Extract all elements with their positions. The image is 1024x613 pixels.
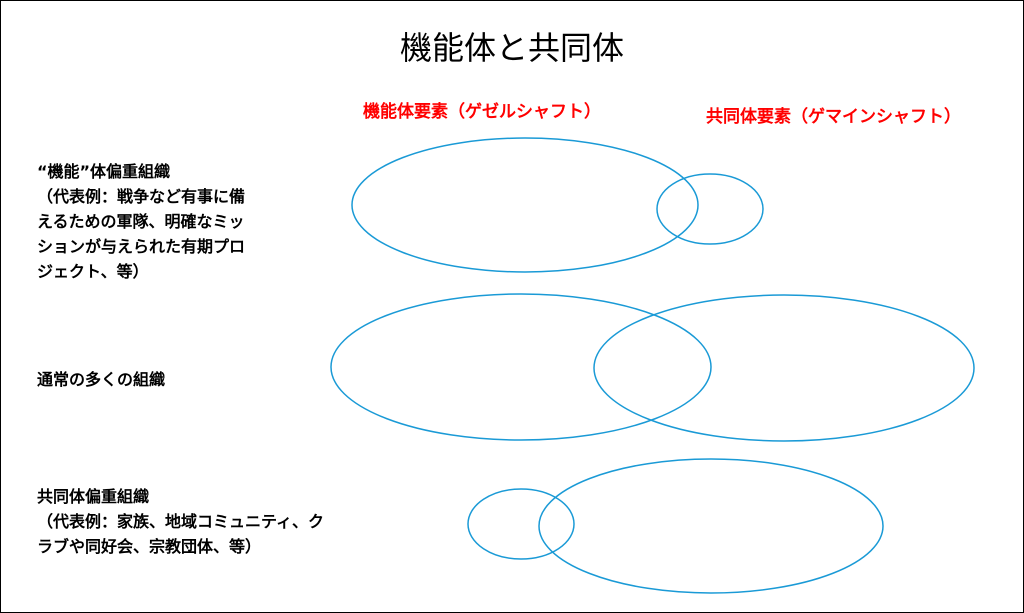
communal-element-header: 共同体要素（ゲマインシャフト） [706, 107, 961, 127]
row-label-line: ラブや同好会、宗教団体、等） [37, 537, 262, 556]
page-title: 機能体と共同体 [399, 29, 624, 67]
row-label-communal-biased: 共同体偏重組織 （代表例：家族、地域コミュニティ、ク ラブや同好会、宗教団体、等… [37, 484, 367, 559]
communal-ellipse-row2 [593, 294, 975, 442]
row-label-line: （代表例：戦争など有事に備 [37, 187, 246, 206]
functional-ellipse-row1 [351, 137, 699, 273]
row-label-line: えるための軍隊、明確なミッ [37, 212, 245, 231]
communal-ellipse-row1 [656, 173, 764, 245]
row-label-line: ションが与えられた有期プロ [37, 237, 246, 256]
row-label-line: “機能”体偏重組織 [37, 162, 171, 181]
functional-element-header: 機能体要素（ゲゼルシャフト） [363, 102, 601, 122]
row-label-typical: 通常の多くの組織 [37, 367, 367, 392]
row-label-line: （代表例：家族、地域コミュニティ、ク [37, 512, 325, 531]
communal-ellipse-row3 [538, 458, 884, 594]
row-label-line: 共同体偏重組織 [37, 487, 150, 506]
row-label-functional-biased: “機能”体偏重組織 （代表例：戦争など有事に備 えるための軍隊、明確なミッ ショ… [37, 159, 367, 284]
functional-ellipse-row2 [330, 293, 712, 441]
row-label-line: ジェクト、等） [37, 262, 149, 281]
row-label-line: 通常の多くの組織 [37, 370, 166, 389]
functional-ellipse-row3 [467, 488, 575, 560]
